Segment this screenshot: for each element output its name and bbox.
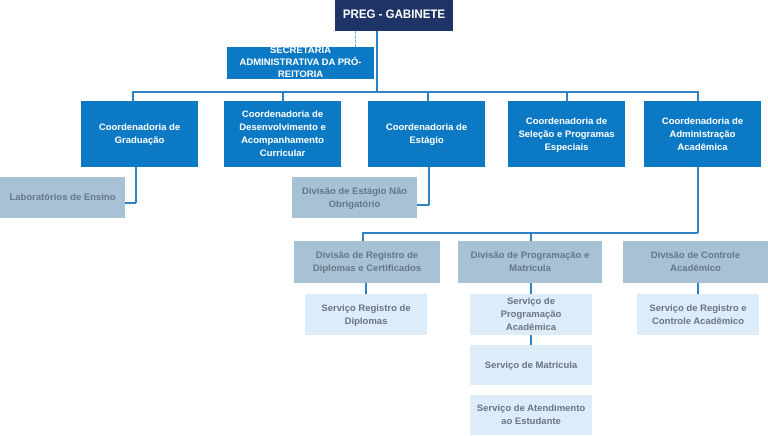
connector-graduacao-lab — [125, 202, 136, 204]
dashed-connector-secretaria — [355, 31, 356, 47]
node-coord-administracao: Coordenadoria de Administração Acadêmica — [644, 101, 761, 167]
node-coord-estagio: Coordenadoria de Estágio — [368, 101, 485, 167]
node-laboratorios-ensino: Laboratórios de Ensino — [0, 177, 125, 218]
connector-div-3-serv — [697, 283, 699, 294]
connector-coord-2 — [282, 91, 284, 101]
connector-gabinete-trunk — [376, 31, 378, 92]
node-serv-matricula: Serviço de Matrícula — [470, 345, 592, 385]
connector-estagio-down — [428, 167, 430, 205]
node-div-estagio-nao-obrigatorio: Divisão de Estágio Não Obrigatório — [292, 177, 417, 218]
node-div-registro-diplomas: Divisão de Registro de Diplomas e Certif… — [294, 241, 440, 283]
node-serv-registro-diplomas: Serviço Registro de Diplomas — [305, 294, 427, 335]
connector-coord-4 — [566, 91, 568, 101]
node-secretaria-administrativa: SECRETARIA ADMINISTRATIVA DA PRÓ-REITORI… — [227, 45, 374, 80]
connector-admin-down — [697, 167, 699, 233]
node-coord-selecao: Coordenadoria de Seleção e Programas Esp… — [508, 101, 625, 167]
connector-serv-prog-matricula — [530, 335, 532, 345]
node-serv-programacao-academica: Serviço de Programação Acadêmica — [470, 294, 592, 335]
node-coord-graduacao: Coordenadoria de Graduação — [81, 101, 198, 167]
connector-graduacao-down — [135, 167, 137, 203]
connector-div-1 — [362, 232, 364, 241]
connector-div-1-serv — [365, 283, 367, 294]
node-serv-atendimento-estudante: Serviço de Atendimento ao Estudante — [470, 395, 592, 435]
connector-coord-1 — [132, 91, 134, 101]
node-preg-gabinete: PREG - GABINETE — [335, 0, 453, 31]
connector-div-2-serv — [530, 283, 532, 294]
node-serv-registro-controle: Serviço de Registro e Controle Acadêmico — [637, 294, 759, 335]
connector-coord-3 — [427, 91, 429, 101]
node-div-controle-academico: Divisão de Controle Acadêmico — [623, 241, 768, 283]
connector-div-2 — [530, 232, 532, 241]
connector-estagio-div — [417, 204, 429, 206]
connector-coord-5 — [697, 91, 699, 101]
node-coord-desenvolvimento: Coordenadoria de Desenvolvimento e Acomp… — [224, 101, 341, 167]
connector-coord-horizontal — [132, 91, 698, 93]
node-div-programacao-matricula: Divisão de Programação e Matrícula — [458, 241, 602, 283]
